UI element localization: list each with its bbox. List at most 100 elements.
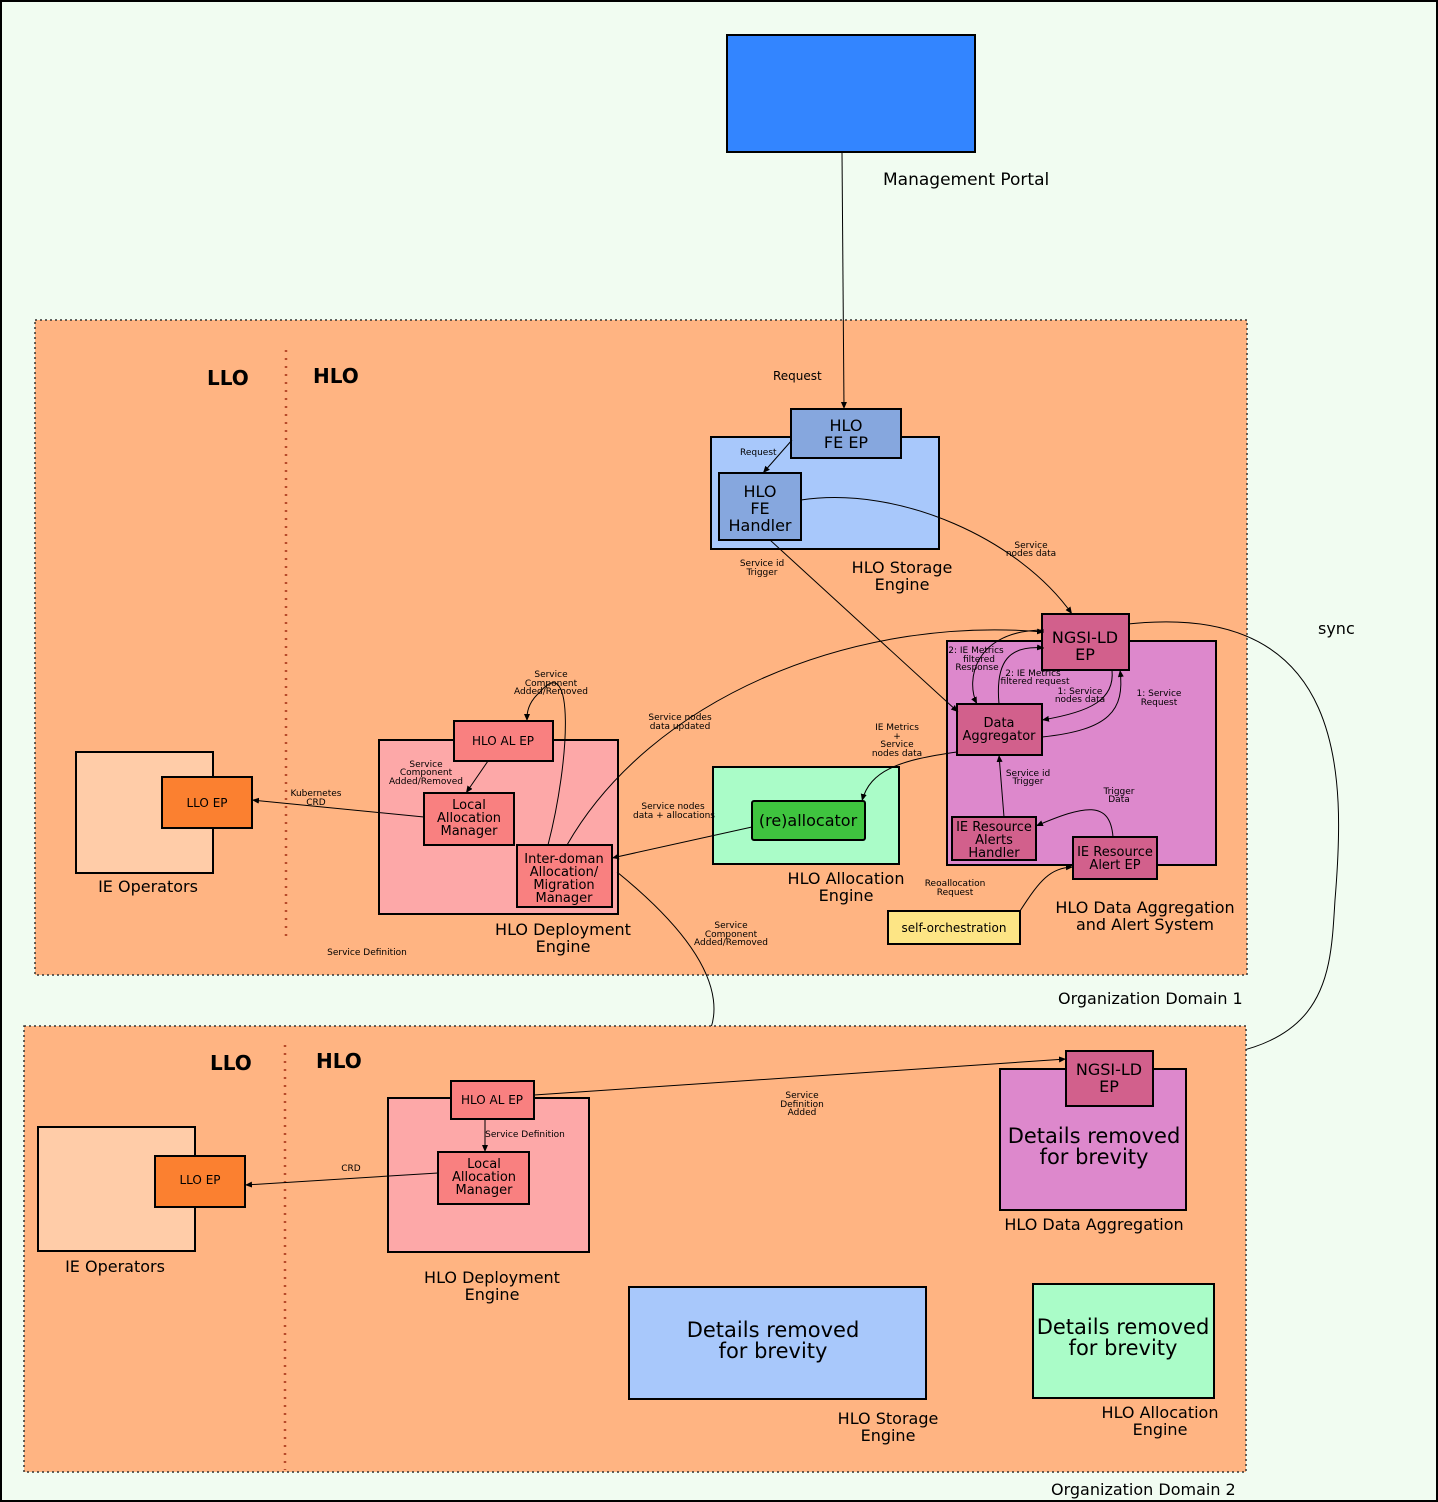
edge-d2-al-ep-to-ngsi	[533, 1056, 1067, 1096]
label-comp-added-mid-1: Service	[409, 760, 443, 770]
edge-aggregator-to-ngsi-request	[997, 644, 1045, 705]
d2-hlo-al-ep-label: HLO AL EP	[461, 1093, 523, 1107]
label-svc-request-2: Request	[1141, 698, 1178, 708]
d2-allocation-details-1: Details removed	[1037, 1315, 1210, 1339]
d2-storage-engine-label-1: HLO Storage	[838, 1409, 939, 1428]
edge-aggregator-to-reallocator	[860, 751, 958, 802]
label-ie-metrics-nodes-2: +	[893, 732, 901, 742]
label-ie-metrics-req-1: 2: IE Metrics	[1005, 669, 1061, 679]
idam-label-3: Migration	[533, 878, 594, 893]
alerts-handler-label-1: IE Resource	[956, 820, 1032, 835]
alerts-handler-label-3: Handler	[968, 846, 1020, 861]
hlo-fe-ep-label-2: FE EP	[824, 433, 869, 452]
d2-hlo-al-ep-box	[450, 1080, 535, 1120]
edge-idam-to-al-ep	[523, 682, 566, 846]
edge-self-orch-to-alert-ep	[1019, 864, 1074, 912]
data-aggregation-label-1: HLO Data Aggregation	[1055, 898, 1234, 917]
d2-ngsi-ld-ep-label-2: EP	[1099, 1077, 1119, 1096]
d2-lam-label-3: Manager	[456, 1183, 514, 1198]
label-nodes-updated-2: data updated	[650, 722, 711, 732]
label-comp-added-out-3: Added/Removed	[694, 938, 768, 948]
edge-handler-to-aggregator	[769, 539, 959, 713]
inter-domain-allocation-manager-box	[516, 844, 613, 908]
label-d2-crd: CRD	[341, 1164, 361, 1174]
hlo-fe-handler-box	[718, 472, 802, 541]
d2-data-aggregation-label: HLO Data Aggregation	[1004, 1215, 1183, 1234]
label-nodes-updated-1: Service nodes	[648, 713, 712, 723]
lam-label-3: Manager	[441, 824, 499, 839]
edge-handler-to-ngsi	[800, 497, 1073, 615]
d2-allocation-details-2: for brevity	[1069, 1336, 1178, 1360]
edge-portal-to-fe-ep	[840, 151, 847, 410]
local-allocation-manager-box	[423, 792, 515, 846]
label-k8s-crd-1: Kubernetes	[291, 789, 342, 799]
d2-storage-engine-label-2: Engine	[861, 1426, 916, 1445]
domain2-llo-heading: LLO	[210, 1051, 252, 1075]
edge-fe-ep-to-handler	[762, 439, 793, 474]
domain1-edges	[251, 151, 1340, 1097]
llo-ep-label: LLO EP	[186, 796, 227, 810]
label-service-nodes-data-1: Service	[1014, 541, 1048, 551]
data-aggregator-box	[956, 703, 1043, 756]
d2-lam-label-1: Local	[467, 1157, 501, 1172]
edge-d2-lam-to-llo-ep	[244, 1172, 439, 1188]
label-comp-added-out-2: Component	[705, 930, 758, 940]
storage-engine-label-1: HLO Storage	[852, 558, 953, 577]
data-aggregator-label-2: Aggregator	[962, 729, 1036, 744]
hlo-al-ep-box	[453, 720, 554, 762]
storage-engine-label-2: Engine	[875, 575, 930, 594]
domain1-llo-heading: LLO	[207, 366, 249, 390]
portal-request-label: Request	[773, 369, 822, 383]
allocation-engine-label-2: Engine	[819, 886, 874, 905]
d2-local-allocation-manager-box	[437, 1151, 530, 1205]
d2-data-agg-details-1: Details removed	[1008, 1124, 1181, 1148]
label-trigger-data-2: Data	[1108, 795, 1130, 805]
edge-aggregator-to-ngsi-request2	[1041, 669, 1124, 738]
idam-label-2: Allocation/	[530, 865, 599, 880]
label-comp-added-top-2: Component	[525, 679, 578, 689]
d2-allocation-engine-label-2: Engine	[1133, 1420, 1188, 1439]
label-comp-added-top-3: Added/Removed	[514, 687, 588, 697]
edge-idam-to-ngsi	[566, 628, 1045, 846]
ngsi-ld-ep-label-2: EP	[1075, 645, 1095, 664]
reallocator-label: (re)allocator	[759, 811, 858, 830]
d2-llo-ep-box	[154, 1155, 246, 1208]
label-ie-metrics-nodes-1: IE Metrics	[875, 723, 919, 733]
label-ie-metrics-nodes-4: nodes data	[872, 749, 922, 759]
label-ie-metrics-resp-1: 2: IE Metrics	[948, 646, 1004, 656]
domain1-edge-labels: Service nodes data Service id Trigger 2:…	[291, 541, 1182, 958]
d2-ie-operators-label: IE Operators	[65, 1257, 165, 1276]
label-ie-metrics-req-2: filtered request	[1000, 677, 1070, 687]
label-comp-added-top-1: Service	[534, 670, 568, 680]
reallocator-box	[751, 800, 866, 841]
deployment-engine-label-1: HLO Deployment	[495, 920, 631, 939]
label-d2-svc-def-added-2: Definition	[780, 1100, 824, 1110]
label-svc-nodes-data-2: nodes data	[1055, 695, 1105, 705]
d2-allocation-engine-label-1: HLO Allocation	[1102, 1403, 1219, 1422]
hlo-fe-ep-label-1: HLO	[830, 416, 863, 435]
alert-ep-label-1: IE Resource	[1077, 845, 1153, 860]
ie-resource-alert-ep-box	[1072, 836, 1158, 880]
ie-operators-label: IE Operators	[98, 877, 198, 896]
alerts-handler-label-2: Alerts	[975, 833, 1013, 848]
label-d2-service-definition: Service Definition	[485, 1130, 565, 1140]
management-portal-label: Management Portal	[883, 170, 1049, 190]
d2-deployment-engine-label-1: HLO Deployment	[424, 1268, 560, 1287]
domain2-edge-labels: Service Definition Added Service Definit…	[341, 1091, 824, 1174]
hlo-fe-handler-label-2: FE	[750, 499, 769, 518]
edge-ngsi-to-aggregator-response	[971, 629, 1045, 705]
label-svc-id-trigger-1: Service id	[1006, 769, 1050, 779]
hlo-fe-ep-box	[790, 408, 902, 459]
domain1-label: Organization Domain 1	[1058, 989, 1243, 1008]
d2-allocation-engine-box	[1032, 1283, 1215, 1399]
label-k8s-crd-2: CRD	[306, 798, 326, 808]
edge-reallocator-to-idam	[611, 826, 753, 860]
data-aggregator-label-1: Data	[983, 716, 1014, 731]
label-comp-added-out-1: Service	[714, 921, 748, 931]
hlo-al-ep-label: HLO AL EP	[472, 734, 534, 748]
label-svc-request-1: 1: Service	[1137, 689, 1182, 699]
management-portal-box	[726, 34, 976, 153]
ngsi-ld-ep-box	[1041, 613, 1130, 671]
idam-label-1: Inter-doman	[524, 852, 603, 867]
